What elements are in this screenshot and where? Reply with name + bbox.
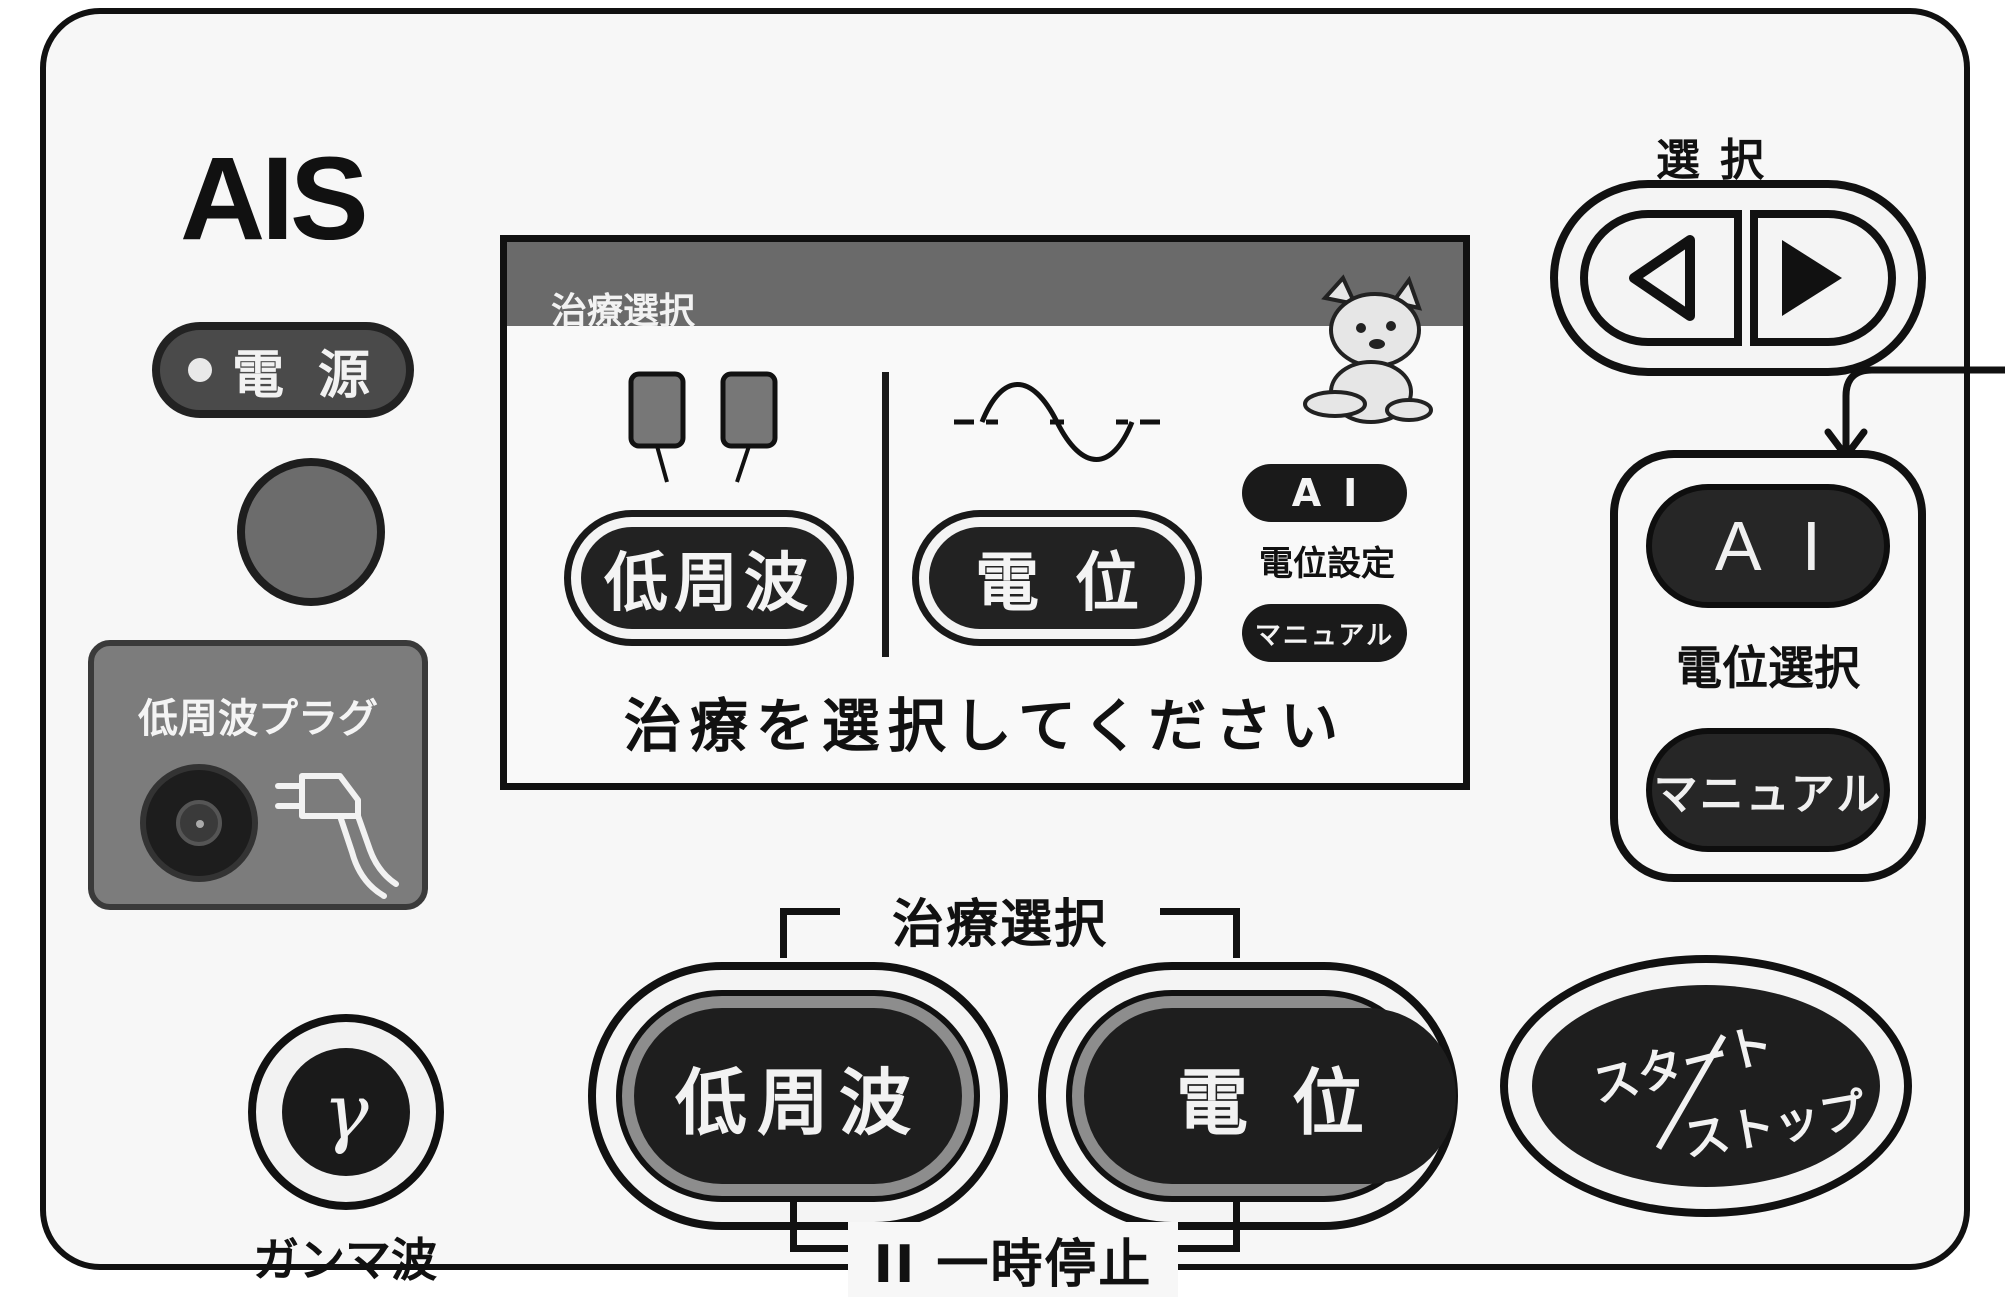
- plug-jack-socket: [176, 800, 222, 846]
- power-button[interactable]: [237, 458, 385, 606]
- screen-ai-pill[interactable]: AI: [1242, 464, 1407, 522]
- power-label: 電 源: [152, 322, 414, 418]
- plug-jack-pin: [196, 820, 204, 828]
- plug-label: 低周波プラグ: [138, 696, 378, 742]
- select-control: [1550, 180, 1926, 376]
- pause-label: II 一時停止: [848, 1222, 1178, 1297]
- treatment-select-label: 治療選択: [840, 882, 1160, 957]
- potential-button-label: 電位: [1084, 1008, 1456, 1184]
- triangle-left-icon: [1629, 235, 1695, 321]
- select-inner: [1580, 210, 1896, 346]
- screen-header-title: 治療選択: [551, 291, 696, 332]
- power-indicator-icon: [187, 358, 212, 382]
- start-stop-button[interactable]: スタート ストップ: [1500, 955, 1912, 1217]
- screen-potential-option[interactable]: 電位: [912, 510, 1202, 646]
- screen-prompt: 治療を選択してください: [623, 692, 1347, 760]
- manual-button[interactable]: マニュアル: [1646, 728, 1890, 852]
- plug-connector-icon: [275, 773, 399, 899]
- potential-select-group: AI 電位選択 マニュアル: [1610, 450, 1926, 882]
- brand-logo: AIS: [180, 133, 369, 265]
- select-divider: [1734, 210, 1758, 346]
- low-frequency-button-label: 低周波: [634, 1008, 962, 1184]
- low-frequency-plug-panel: 低周波プラグ: [88, 640, 428, 910]
- select-left-button[interactable]: [1588, 218, 1738, 338]
- electrode-pads-icon: [628, 371, 778, 483]
- screen-potential-setting-label: 電位設定: [1259, 544, 1395, 584]
- plug-jack[interactable]: [140, 764, 258, 882]
- gamma-icon: γ: [282, 1048, 410, 1176]
- low-frequency-button-ring: 低周波: [616, 990, 980, 1202]
- screen-low-frequency-label: 低周波: [581, 527, 837, 629]
- triangle-right-icon: [1782, 240, 1842, 316]
- potential-select-label: 電位選択: [1676, 641, 1860, 695]
- mascot-dog-icon: [1303, 274, 1433, 424]
- potential-button-ring: 電位: [1066, 990, 1456, 1202]
- lcd-screen: 治療選択: [500, 235, 1470, 790]
- start-stop-face: スタート ストップ: [1532, 985, 1880, 1187]
- screen-manual-pill[interactable]: マニュアル: [1242, 604, 1407, 662]
- screen-header: 治療選択: [507, 242, 1463, 332]
- select-label: 選択: [1656, 135, 1784, 186]
- screen-potential-label: 電位: [929, 527, 1185, 629]
- power-label-text: 電 源: [231, 345, 379, 406]
- gamma-wave-button[interactable]: γ: [248, 1014, 444, 1210]
- screen-low-frequency-option[interactable]: 低周波: [564, 510, 854, 646]
- potential-button[interactable]: 電位: [1038, 962, 1458, 1230]
- ai-button[interactable]: AI: [1646, 484, 1890, 608]
- screen-divider: [882, 372, 889, 657]
- low-frequency-button[interactable]: 低周波: [588, 962, 1008, 1230]
- sine-wave-icon: [954, 382, 1160, 462]
- select-right-button[interactable]: [1738, 218, 1888, 338]
- gamma-wave-label: ガンマ波: [253, 1233, 437, 1287]
